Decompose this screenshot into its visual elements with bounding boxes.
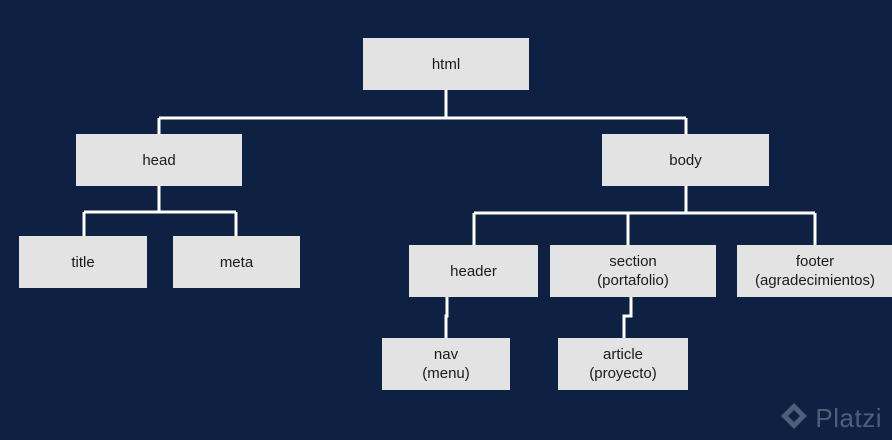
node-article-sublabel: (proyecto): [589, 365, 657, 382]
node-head: head: [76, 134, 242, 186]
node-section-label: section: [609, 253, 657, 270]
node-footer: footer (agradecimientos): [737, 245, 892, 297]
node-title-label: title: [71, 253, 95, 271]
connector-head-children: [82, 186, 238, 236]
node-header-label: header: [450, 262, 497, 280]
node-html-label: html: [431, 55, 461, 73]
node-nav: nav (menu): [382, 338, 510, 390]
node-html: html: [363, 38, 529, 90]
node-section: section (portafolio): [550, 245, 716, 297]
node-head-label: head: [142, 151, 176, 169]
node-footer-label: footer: [795, 253, 835, 270]
node-footer-sublabel: (agradecimientos): [754, 272, 876, 289]
connector-section-article: [622, 297, 633, 338]
node-nav-sublabel: (menu): [422, 365, 470, 382]
node-article: article (proyecto): [558, 338, 688, 390]
node-nav-label: nav: [433, 346, 459, 363]
node-header: header: [409, 245, 538, 297]
platzi-watermark: Platzi: [779, 401, 882, 436]
node-meta: meta: [173, 236, 300, 288]
watermark-text: Platzi: [815, 403, 882, 433]
node-section-sublabel: (portafolio): [597, 272, 669, 289]
node-title: title: [19, 236, 147, 288]
connector-header-nav: [444, 297, 449, 338]
node-article-label: article: [602, 346, 643, 363]
node-body-label: body: [669, 151, 702, 169]
node-meta-label: meta: [219, 253, 254, 271]
node-body: body: [602, 134, 769, 186]
platzi-logo-icon: [779, 401, 809, 436]
connector-body-children: [472, 186, 817, 245]
connector-html-children: [157, 90, 688, 134]
